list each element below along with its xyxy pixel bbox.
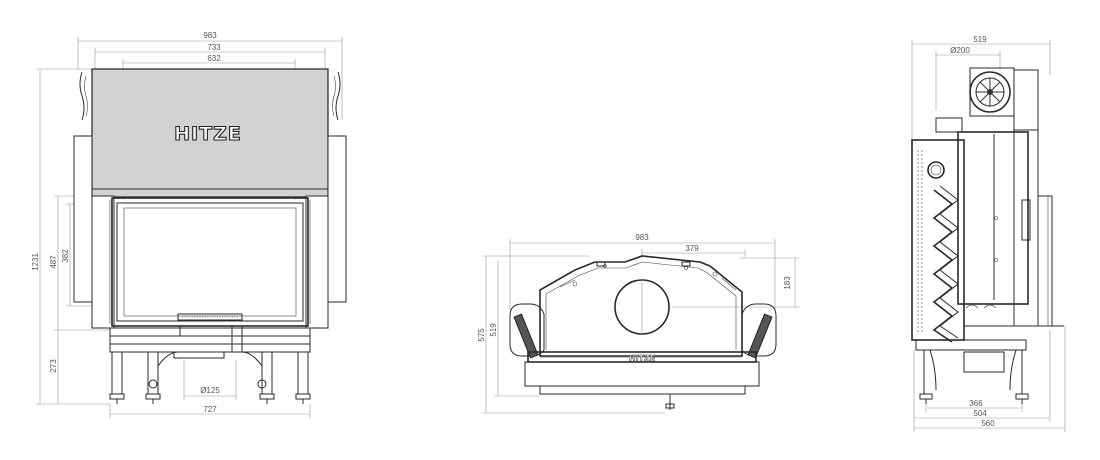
side-dim-560-label: 560 xyxy=(981,419,995,428)
top-dim-183-label: 183 xyxy=(783,276,792,290)
front-dimension-1231: 1231 xyxy=(31,68,110,405)
side-fan-blades xyxy=(976,78,1004,106)
front-dim-727-label: 727 xyxy=(203,405,217,414)
front-dim-632-label: 632 xyxy=(207,54,221,63)
side-dim-519-label: 519 xyxy=(973,35,987,44)
front-dimension-733: 733 xyxy=(94,43,326,70)
side-dimension-504: 504 xyxy=(913,330,1051,432)
front-side-panels xyxy=(73,135,347,329)
front-dim-1231-label: 1231 xyxy=(31,253,40,271)
front-dimension-273: 273 xyxy=(49,330,59,404)
top-dimension-983: 983 xyxy=(509,233,776,310)
front-hood: HITZE xyxy=(91,68,329,198)
top-right-air-channel xyxy=(741,303,777,359)
front-dim-487-label: 487 xyxy=(49,255,58,269)
front-dim-382-label: 382 xyxy=(61,249,70,263)
side-fan xyxy=(969,67,1039,131)
top-dim-519-label: 519 xyxy=(489,323,498,337)
front-base-stand xyxy=(109,335,311,404)
top-view: 983 379 183 575 519 xyxy=(477,233,799,414)
side-base xyxy=(915,303,1029,404)
front-view: 983 733 632 1231 487 xyxy=(31,31,347,418)
front-dimension-983: 983 xyxy=(77,31,343,120)
top-dimension-575: 575 xyxy=(477,255,665,414)
front-door xyxy=(111,197,309,327)
top-flue-circle xyxy=(614,279,670,335)
front-logo: HITZE xyxy=(174,123,242,145)
top-dimension-379: 379 xyxy=(641,244,746,258)
front-dimension-125: Ø125 xyxy=(183,360,237,400)
top-logo: HITZE xyxy=(629,354,655,363)
side-dimension-200: Ø200 xyxy=(935,46,1001,110)
top-dim-983-label: 983 xyxy=(635,233,649,242)
side-dim-504-label: 504 xyxy=(973,409,987,418)
top-left-air-channel xyxy=(509,303,545,359)
top-dimension-183: 183 xyxy=(672,257,799,308)
top-dim-379-label: 379 xyxy=(685,244,699,253)
top-dim-575-label: 575 xyxy=(477,328,486,342)
top-body xyxy=(539,255,743,357)
side-dimension-519: 519 xyxy=(911,35,1051,140)
top-front-frame: HITZE xyxy=(524,351,760,410)
side-dimension-366: 366 xyxy=(925,399,1023,412)
side-body xyxy=(911,117,1064,341)
front-dim-733-label: 733 xyxy=(207,43,221,52)
front-dim-125-label: Ø125 xyxy=(200,386,220,395)
side-convection-zigzag xyxy=(917,150,959,343)
top-dimension-519: 519 xyxy=(489,260,540,397)
front-air-channels xyxy=(79,71,341,121)
side-view: 519 Ø200 xyxy=(911,35,1066,432)
side-dim-366-label: 366 xyxy=(969,399,983,408)
side-dimension-560: 560 xyxy=(914,326,1066,432)
front-dim-983-label: 983 xyxy=(203,31,217,40)
front-dimension-727: 727 xyxy=(109,404,311,418)
front-dim-273-label: 273 xyxy=(49,359,58,373)
side-dim-200-label: Ø200 xyxy=(950,46,970,55)
front-ash-area xyxy=(109,325,311,353)
